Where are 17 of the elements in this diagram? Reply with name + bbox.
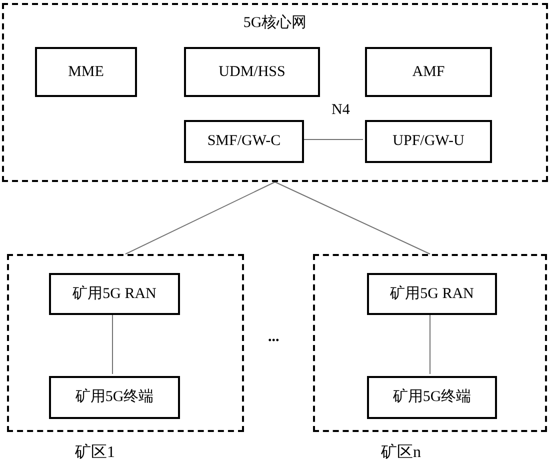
network-element-box: UDM/HSS (184, 47, 320, 97)
network-element-box: SMF/GW-C (184, 120, 304, 163)
network-element-box: 矿用5G RAN (367, 273, 497, 315)
core-network-group (2, 3, 548, 182)
network-element-box: MME (35, 47, 137, 97)
group-title: 5G核心网 (242, 13, 308, 33)
connector-line (274, 182, 430, 254)
group-label: 矿区n (381, 442, 421, 463)
ellipsis-label: ... (268, 330, 280, 345)
network-element-box: 矿用5G RAN (49, 273, 180, 315)
network-element-box: UPF/GW-U (365, 120, 492, 163)
connector-line (125, 182, 276, 254)
group-label: 矿区1 (75, 442, 115, 463)
connector-line (112, 312, 113, 374)
network-element-box: 矿用5G终端 (49, 376, 180, 419)
network-element-box: 矿用5G终端 (367, 376, 497, 419)
network-element-box: AMF (365, 47, 492, 97)
